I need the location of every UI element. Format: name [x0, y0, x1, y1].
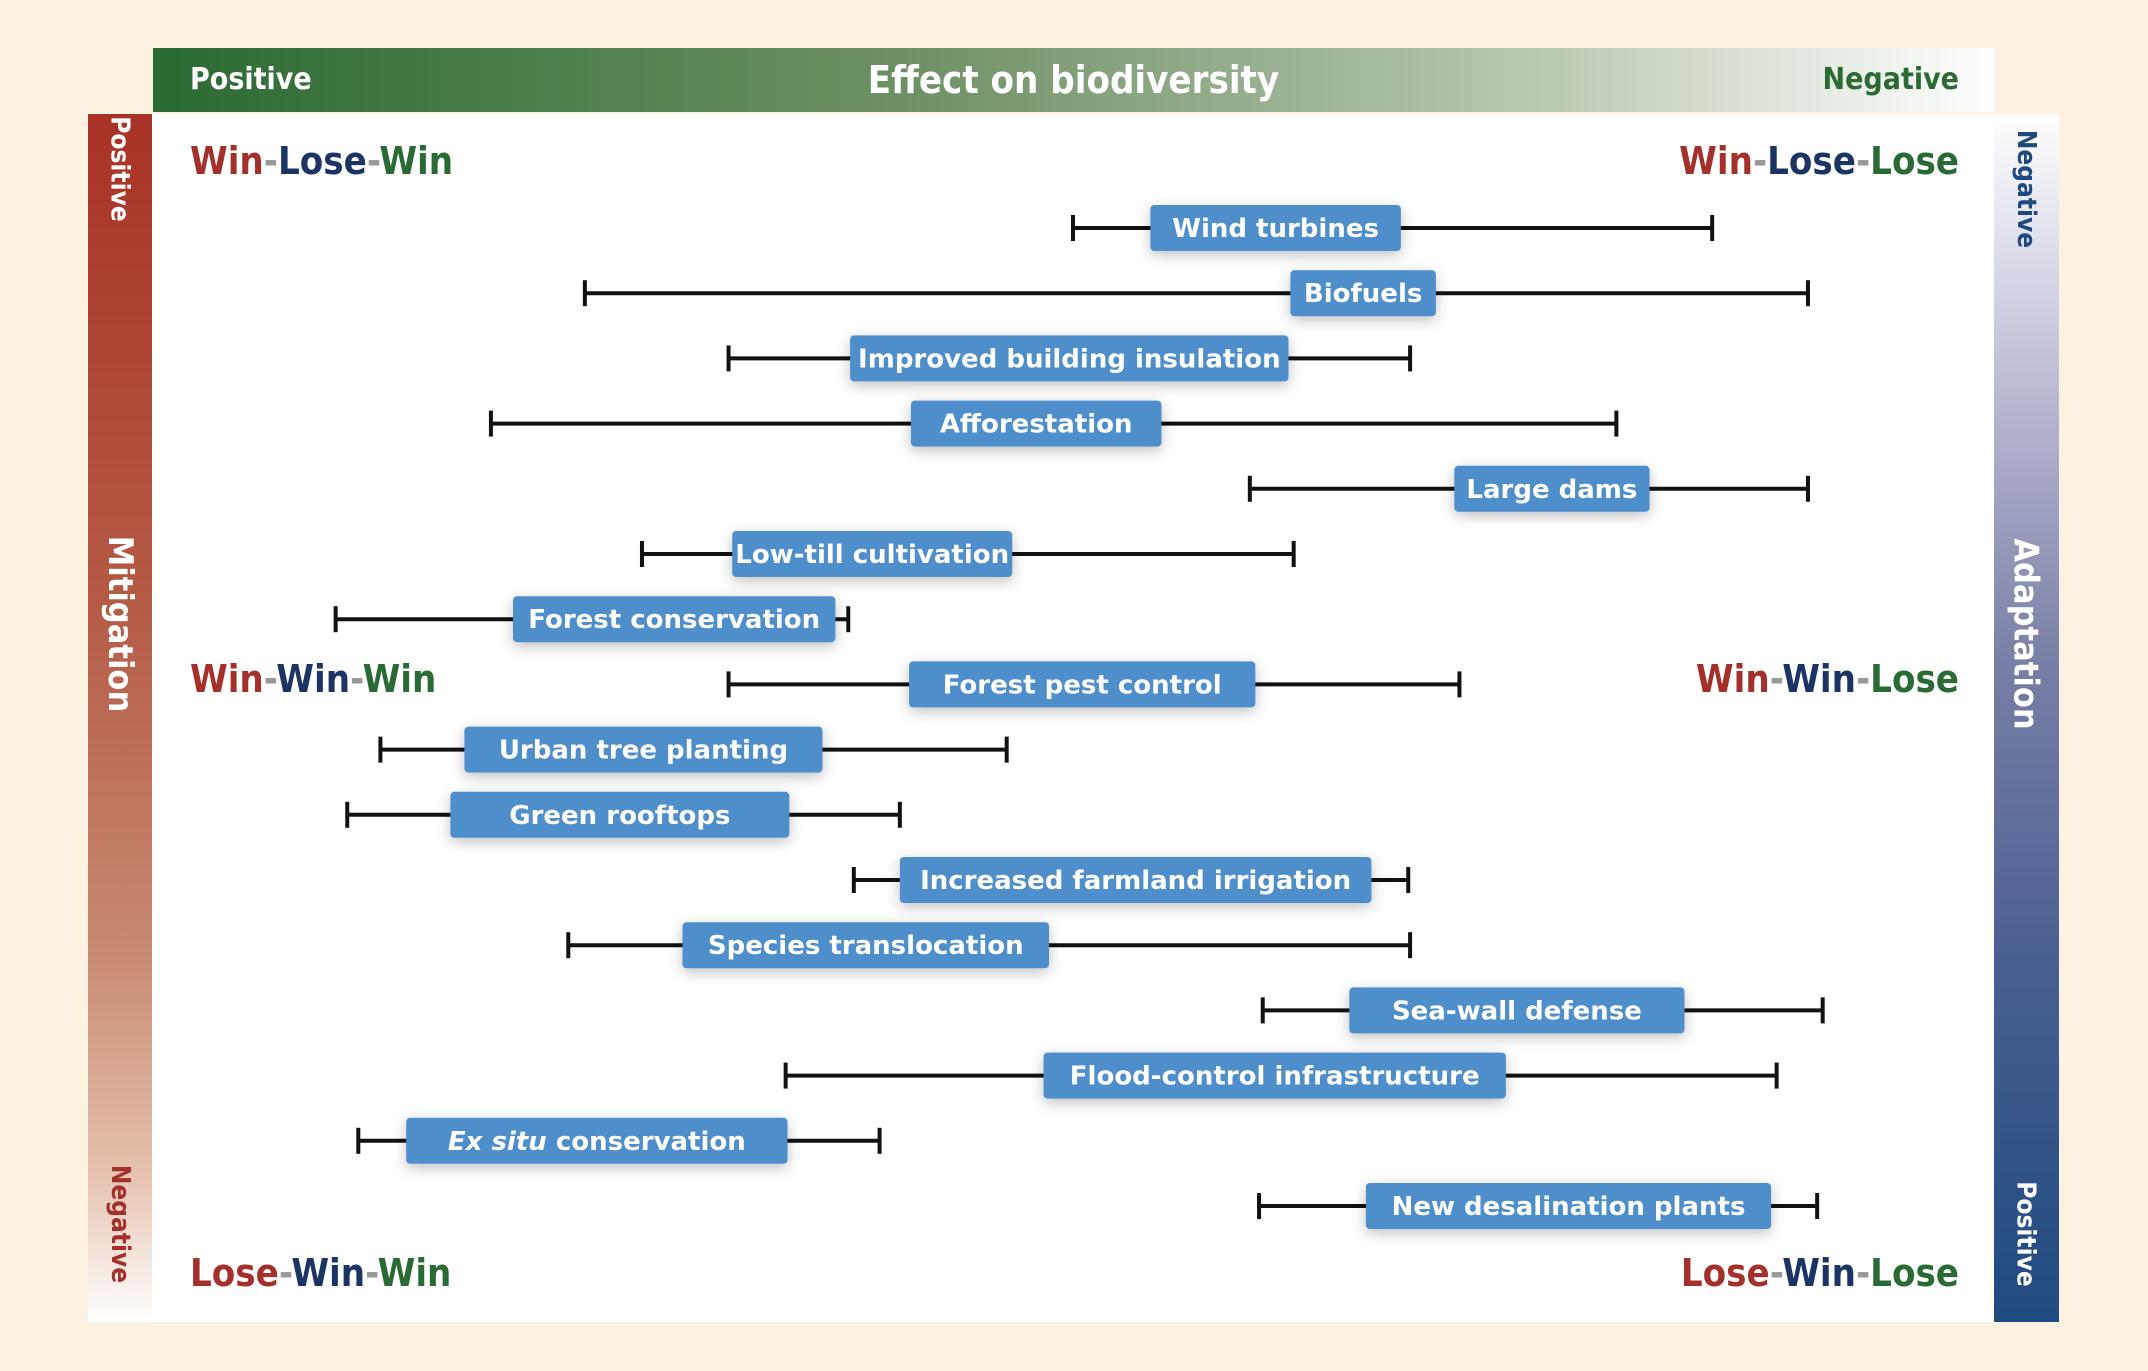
range-box-label: Biofuels [1304, 279, 1422, 309]
range-box-label: Large dams [1466, 475, 1637, 505]
adaptation-negative-label: Negative [2011, 129, 2042, 249]
range-row: Biofuels [582, 270, 1810, 317]
range-row: Wind turbines [1071, 205, 1715, 251]
mitigation-label: Mitigation [100, 535, 140, 713]
x-axis-positive-label: Positive [190, 62, 312, 97]
range-row: Green rooftops [345, 791, 902, 838]
chart-panel: Win-Lose-Win Win-Lose-Lose Win-Win-Win W… [152, 114, 1994, 1322]
range-box [1365, 1183, 1772, 1229]
range-row: Afforestation [488, 400, 1619, 447]
range-box [464, 726, 823, 773]
range-row: Improved building insulation [726, 335, 1413, 382]
range-box [1150, 205, 1401, 251]
range-box-label: Improved building insulation [858, 344, 1281, 374]
x-axis-negative-label: Negative [1822, 62, 1959, 97]
range-row: Increased farmland irrigation [851, 857, 1411, 903]
corner-label-bottom-right: Lose-Win-Lose [1680, 1251, 1959, 1295]
range-row: New desalination plants [1257, 1183, 1820, 1229]
range-box [909, 661, 1256, 708]
range-box [910, 400, 1162, 447]
range-box-label: Ex situ conservation [448, 1127, 746, 1157]
range-box [732, 531, 1013, 577]
range-box-label: Forest pest control [943, 670, 1222, 700]
corner-label-top-left: Win-Lose-Win [190, 139, 454, 183]
range-box-label: Green rooftops [509, 801, 730, 831]
range-box [406, 1117, 788, 1164]
range-box [682, 922, 1050, 969]
range-box [1454, 465, 1650, 512]
mitigation-positive-label: Positive [105, 116, 135, 222]
mitigation-negative-label: Negative [105, 1164, 136, 1284]
corner-label-bottom-left: Lose-Win-Win [190, 1251, 452, 1295]
corner-label-top-right: Win-Lose-Lose [1679, 139, 1959, 183]
range-box-label: Forest conservation [528, 605, 820, 635]
range-box [1290, 270, 1436, 317]
adaptation-axis-bar: Negative Adaptation Positive [1994, 114, 2059, 1322]
range-box [513, 596, 836, 643]
range-row: Large dams [1247, 465, 1810, 512]
range-box-label: Increased farmland irrigation [920, 866, 1351, 896]
range-row: Ex situ conservation [356, 1117, 882, 1164]
corner-label-middle-left: Win-Win-Win [190, 657, 437, 701]
range-box [850, 335, 1289, 382]
chart-title: Effect on biodiversity [867, 58, 1280, 102]
range-box [899, 857, 1372, 903]
range-box [1349, 987, 1685, 1034]
adaptation-label: Adaptation [2006, 538, 2046, 730]
range-box-label: Species translocation [708, 931, 1024, 961]
range-box-label: New desalination plants [1392, 1192, 1746, 1222]
range-box-label: Flood-control infrastructure [1070, 1062, 1480, 1092]
range-box-label: Wind turbines [1172, 214, 1379, 244]
adaptation-positive-label: Positive [2011, 1181, 2041, 1287]
range-box-label: Urban tree planting [499, 736, 788, 766]
range-box [450, 791, 790, 838]
range-row: Flood-control infrastructure [783, 1052, 1779, 1099]
mitigation-axis-bar: Positive Mitigation Negative [88, 114, 152, 1322]
range-box-label: Sea-wall defense [1392, 996, 1642, 1026]
range-box-label: Afforestation [940, 410, 1133, 440]
range-row: Forest pest control [726, 661, 1462, 708]
range-box [1043, 1052, 1506, 1099]
range-row: Forest conservation [333, 596, 851, 643]
biodiversity-axis-bar: Positive Effect on biodiversity Negative [153, 48, 1994, 112]
range-row: Urban tree planting [378, 726, 1009, 773]
corner-label-middle-right: Win-Win-Lose [1695, 657, 1959, 701]
range-row: Low-till cultivation [639, 531, 1296, 577]
range-row: Species translocation [566, 922, 1413, 969]
range-box-label: Low-till cultivation [735, 540, 1009, 570]
range-row: Sea-wall defense [1260, 987, 1825, 1034]
